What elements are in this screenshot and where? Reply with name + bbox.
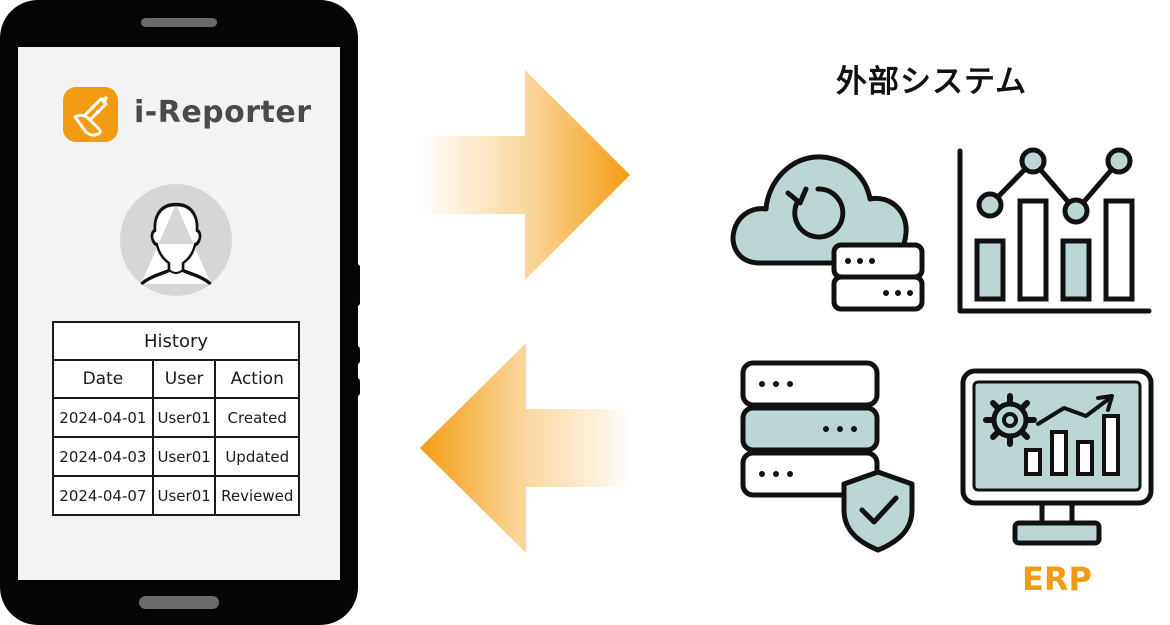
app-logo-icon xyxy=(63,87,118,142)
history-table: History Date User Action 2024-04-01 User… xyxy=(52,321,300,516)
erp-monitor-icon xyxy=(960,368,1154,546)
cell-date: 2024-04-01 xyxy=(52,397,154,438)
cell-action: Reviewed xyxy=(214,475,300,516)
cell-user: User01 xyxy=(151,436,217,477)
smartphone: i-Reporter History Date User Action 2024… xyxy=(0,0,360,625)
cell-action: Created xyxy=(214,397,300,438)
column-header-action: Action xyxy=(214,359,300,399)
app-name: i-Reporter xyxy=(134,95,312,130)
history-table-title: History xyxy=(52,321,300,361)
cell-action: Updated xyxy=(214,436,300,477)
cell-user: User01 xyxy=(151,397,217,438)
cell-date: 2024-04-03 xyxy=(52,436,154,477)
phone-volume-button xyxy=(352,378,360,396)
secure-database-icon xyxy=(740,360,915,553)
table-row: 2024-04-03 User01 Updated xyxy=(52,436,300,477)
arrow-right-icon xyxy=(420,70,630,280)
table-row: 2024-04-01 User01 Created xyxy=(52,397,300,438)
cell-user: User01 xyxy=(151,475,217,516)
table-row: 2024-04-07 User01 Reviewed xyxy=(52,475,300,516)
cell-date: 2024-04-07 xyxy=(52,475,154,516)
bar-line-chart-icon xyxy=(957,147,1152,314)
cloud-sync-server-icon xyxy=(730,154,925,312)
column-header-date: Date xyxy=(52,359,154,399)
phone-screen: i-Reporter History Date User Action 2024… xyxy=(18,47,340,580)
column-header-user: User xyxy=(151,359,217,399)
phone-volume-button xyxy=(352,346,360,364)
external-systems-title: 外部システム xyxy=(836,64,1028,100)
phone-power-button xyxy=(352,264,360,306)
phone-home-bar xyxy=(139,596,219,609)
erp-label: ERP xyxy=(1022,560,1092,598)
arrow-left-icon xyxy=(420,343,633,553)
phone-speaker xyxy=(141,18,217,27)
user-avatar-icon xyxy=(120,184,232,296)
